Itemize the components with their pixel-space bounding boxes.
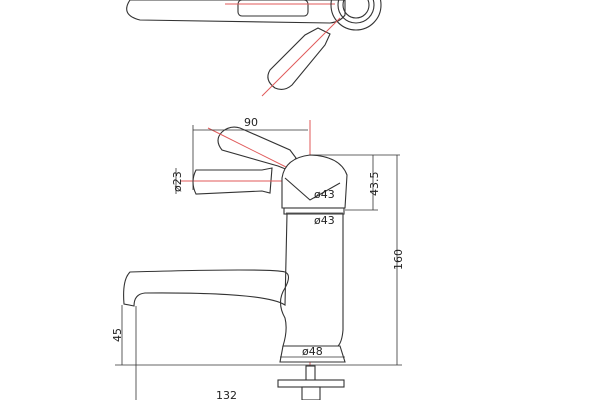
mounting-plate <box>277 379 345 388</box>
dim-132: 132 <box>216 389 237 400</box>
dim-43-5: 43.5 <box>368 172 381 197</box>
logo-badge <box>342 0 370 19</box>
dim-45: 45 <box>111 328 124 342</box>
dim-collar-diameter: ø43 <box>314 214 335 227</box>
top-view-handle <box>237 0 309 17</box>
top-view <box>126 0 382 97</box>
dim-handle-diameter: ø23 <box>171 171 184 192</box>
dim-90: 90 <box>244 116 258 129</box>
upper-lever-handle <box>217 126 297 171</box>
dim-head-diameter: ø43 <box>314 188 335 201</box>
top-view-head <box>330 0 382 31</box>
front-view <box>115 120 402 400</box>
dim-160: 160 <box>392 249 405 270</box>
top-view-spout <box>126 0 346 24</box>
tap-body <box>123 213 344 347</box>
dimensions: 90 ø23 ø43 ø43 43.5 160 45 ø48 132 <box>111 116 405 400</box>
thread-shank <box>305 365 316 382</box>
dim-base-diameter: ø48 <box>302 345 323 358</box>
